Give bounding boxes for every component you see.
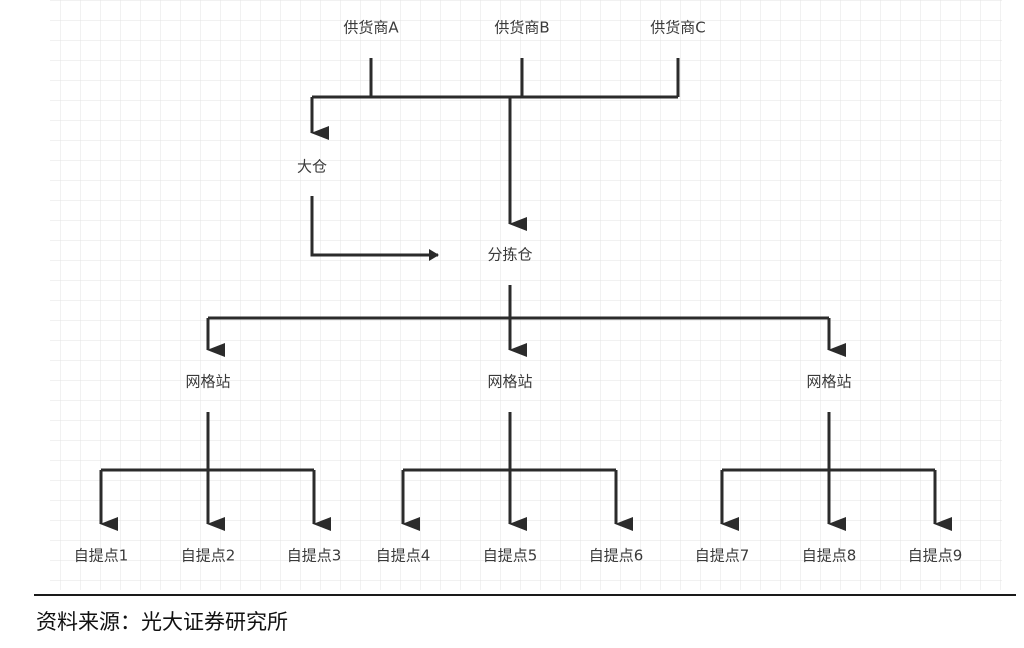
pickup-point-1-label: 自提点1 xyxy=(73,546,129,565)
grid-station-3-label: 网格站 xyxy=(806,372,852,391)
supplier-a-label: 供货商A xyxy=(343,18,399,37)
pickup-point-6-label: 自提点6 xyxy=(588,546,644,565)
supplier-c-label: 供货商C xyxy=(650,18,706,37)
grid-background xyxy=(50,0,1002,590)
pickup-point-2-label: 自提点2 xyxy=(180,546,236,565)
source-note: 资料来源：光大证券研究所 xyxy=(36,610,288,634)
pickup-point-8-label: 自提点8 xyxy=(801,546,857,565)
grid-station-1-label: 网格站 xyxy=(185,372,231,391)
pickup-point-7-label: 自提点7 xyxy=(694,546,750,565)
supplier-b-label: 供货商B xyxy=(494,18,550,37)
supply-chain-diagram xyxy=(50,0,1002,590)
big-warehouse-label: 大仓 xyxy=(296,157,328,176)
grid-station-2-label: 网格站 xyxy=(487,372,533,391)
pickup-point-4-label: 自提点4 xyxy=(375,546,431,565)
sorting-warehouse-label: 分拣仓 xyxy=(487,245,533,264)
diagram-edges xyxy=(99,58,952,531)
pickup-point-5-label: 自提点5 xyxy=(482,546,538,565)
edge-big-to-sorting-warehouse xyxy=(310,196,439,261)
pickup-point-9-label: 自提点9 xyxy=(907,546,963,565)
pickup-point-3-label: 自提点3 xyxy=(286,546,342,565)
footer-divider xyxy=(34,594,1016,596)
